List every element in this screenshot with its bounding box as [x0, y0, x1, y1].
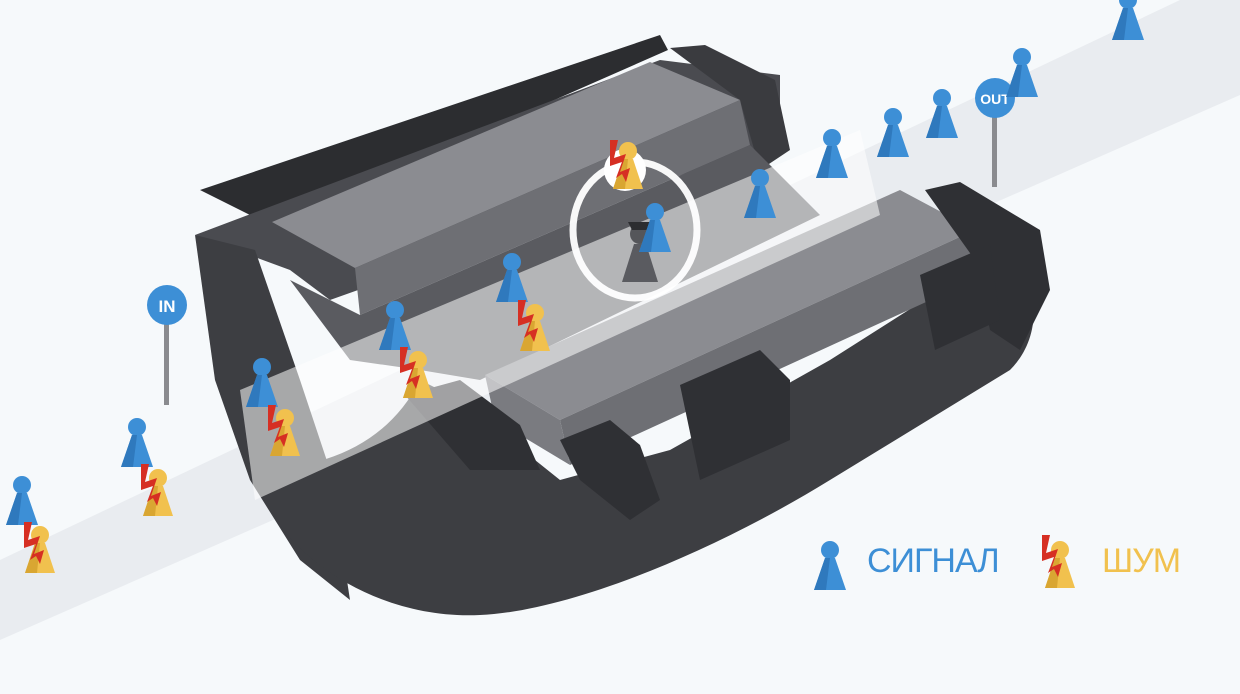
front-rail-front	[560, 230, 985, 465]
device-back-cap	[670, 45, 790, 170]
signal-path-overlay	[240, 130, 880, 500]
device-bottom-shell	[250, 240, 1034, 616]
in-sign: IN	[147, 285, 187, 405]
shell-notch-1	[560, 420, 660, 520]
legend-noise-label: ШУМ	[1102, 542, 1181, 580]
out-sign: OUT	[975, 78, 1015, 187]
device	[195, 35, 1050, 616]
shell-notch-2	[680, 350, 790, 480]
in-sign-label: IN	[159, 297, 176, 316]
legend: СИГНАЛ ШУМ	[805, 520, 1205, 600]
device-lid	[200, 35, 668, 225]
back-rail-top	[272, 62, 740, 268]
front-rail-end	[485, 375, 570, 465]
out-sign-label: OUT	[980, 91, 1010, 107]
back-rail-front	[355, 100, 750, 315]
signal-pawn	[121, 418, 153, 467]
noise-bubble	[604, 140, 646, 191]
signal-pawn	[6, 476, 38, 525]
shell-notch-3	[920, 245, 1000, 350]
front-rail-top	[485, 190, 975, 420]
legend-signal-label: СИГНАЛ	[867, 542, 1000, 580]
